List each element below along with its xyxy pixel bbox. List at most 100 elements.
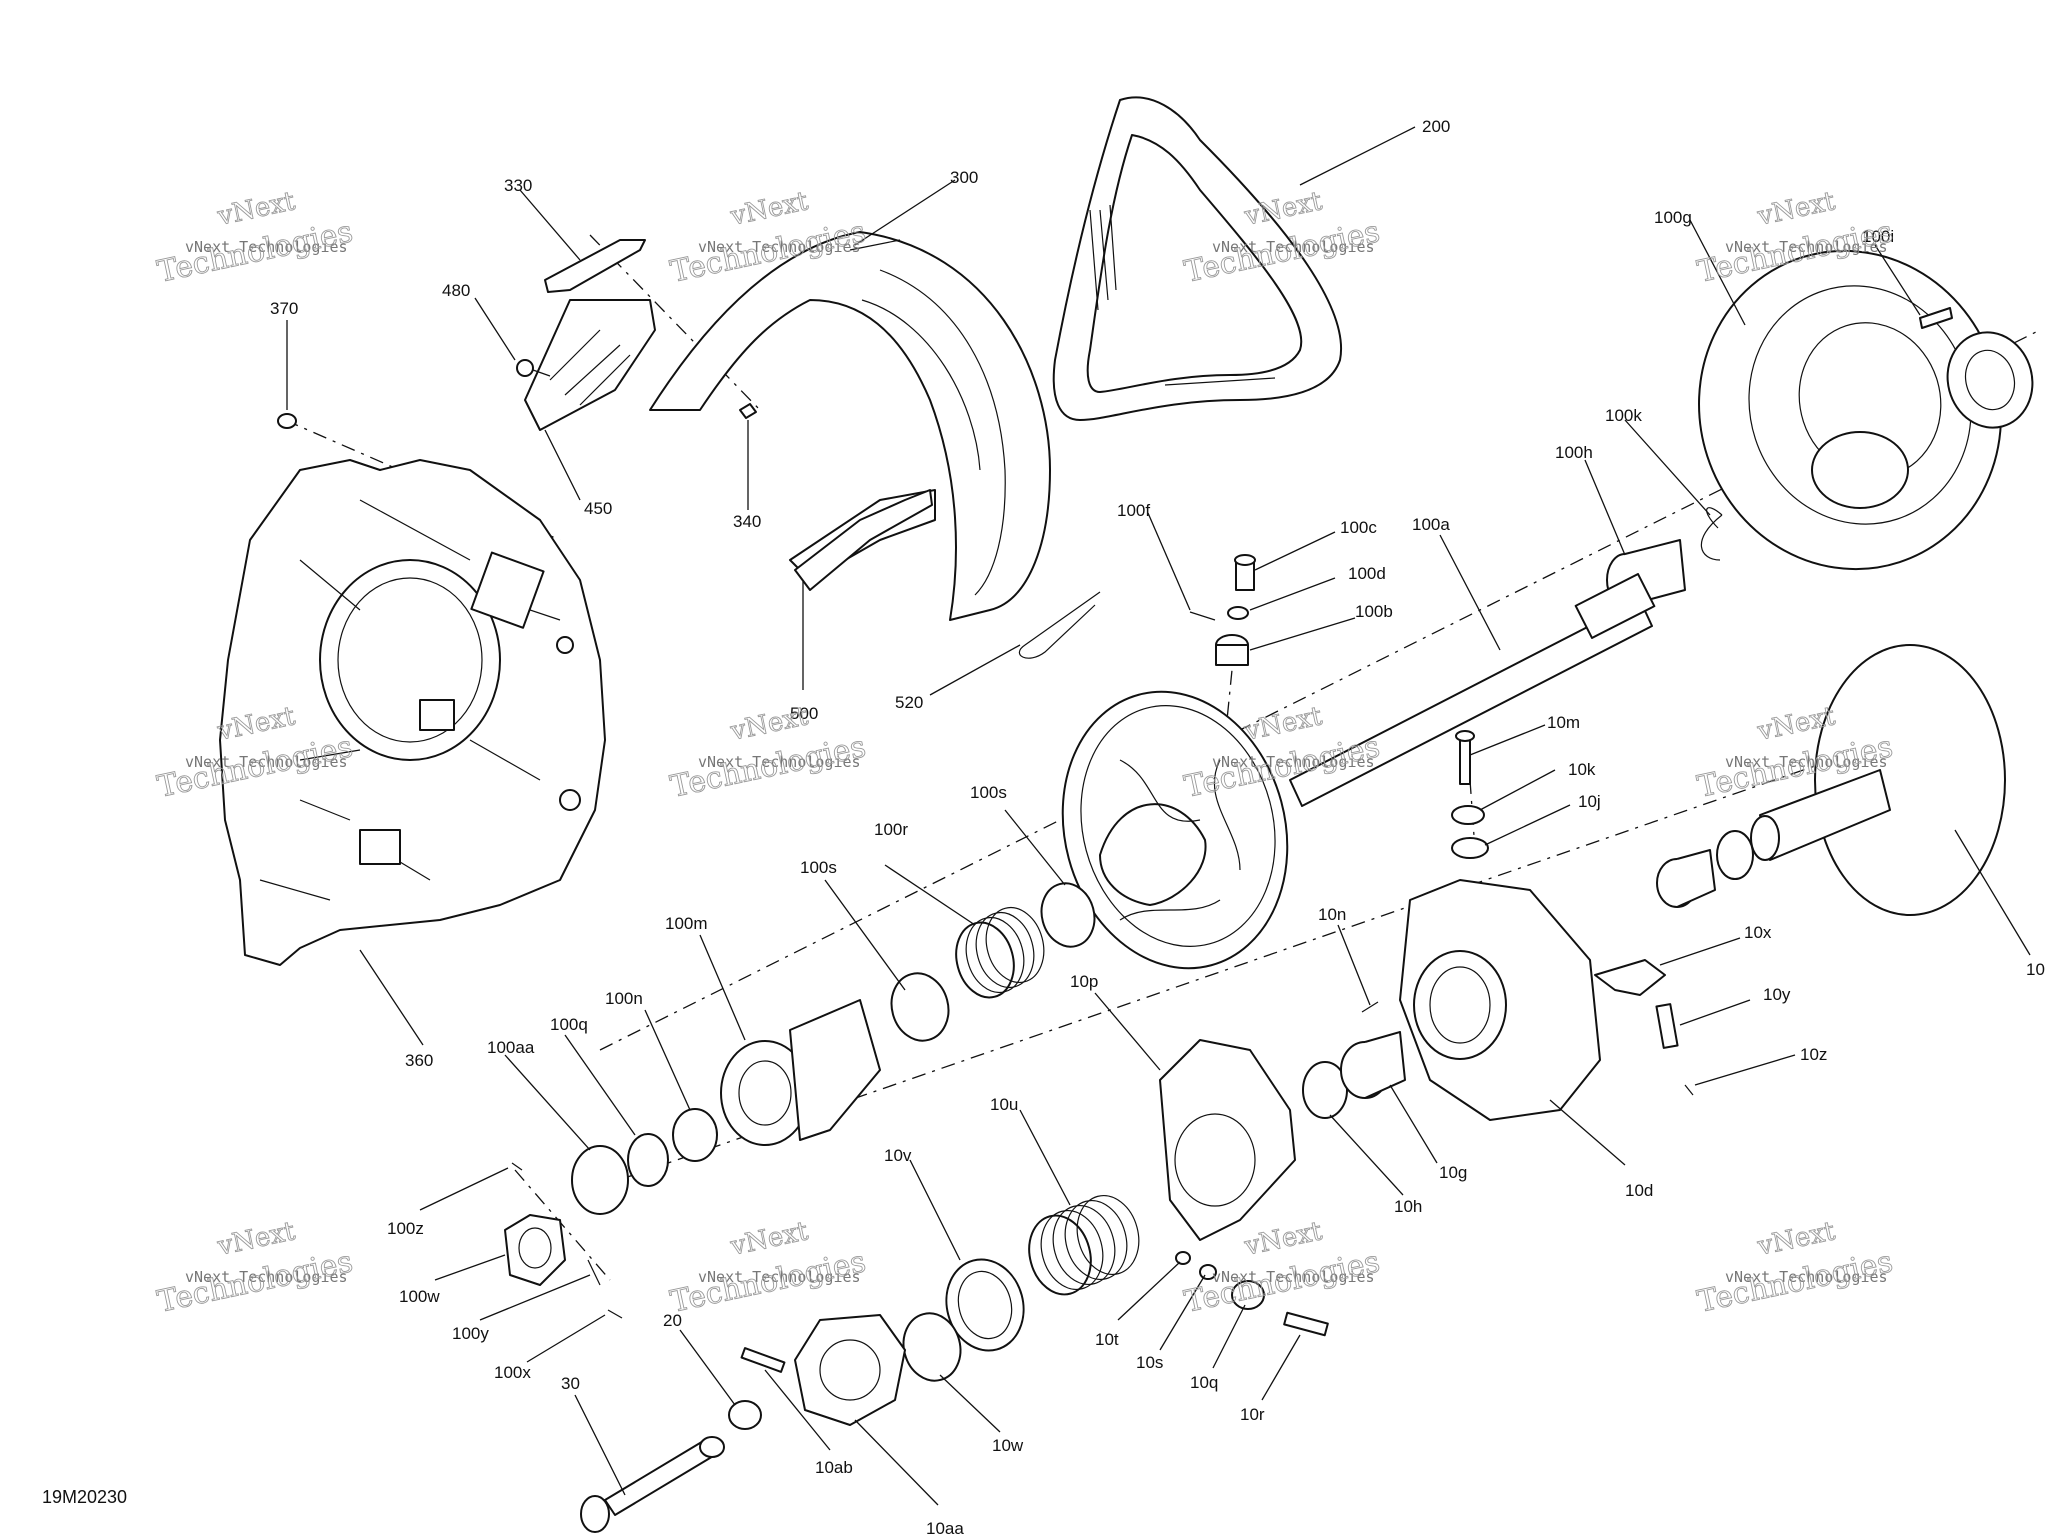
watermark-technologies: Technologies <box>667 729 868 805</box>
label-100r: 100r <box>874 820 908 839</box>
washer-10k <box>1451 805 1485 825</box>
watermark-technologies: Technologies <box>1181 1244 1382 1320</box>
drive-belt-200 <box>1052 96 1343 421</box>
sheave-10d <box>1399 879 1601 1121</box>
washer-100d <box>1227 606 1249 620</box>
roller-100b <box>1215 634 1249 666</box>
label-10x: 10x <box>1744 923 1772 942</box>
label-100k: 100k <box>1605 406 1642 425</box>
label-370: 370 <box>270 299 298 318</box>
washer-20 <box>728 1400 762 1430</box>
hair-pin-520 <box>1018 591 1101 659</box>
screw-10ab <box>740 1347 786 1373</box>
screw-480 <box>516 359 551 377</box>
label-360: 360 <box>405 1051 433 1070</box>
washer-100s-a <box>1040 882 1096 948</box>
label-30: 30 <box>561 1374 580 1393</box>
label-10y: 10y <box>1763 985 1791 1004</box>
label-10g: 10g <box>1439 1163 1467 1182</box>
label-330: 330 <box>504 176 532 195</box>
shaft-100a <box>1289 573 1656 807</box>
watermark-line: vNext Technologies <box>1725 238 1888 256</box>
label-100s-a: 100s <box>970 783 1007 802</box>
label-10r: 10r <box>1240 1405 1265 1424</box>
nut-340 <box>739 403 757 419</box>
label-10w: 10w <box>992 1436 1024 1455</box>
watermark-vnext: vNext <box>214 186 298 232</box>
label-10j: 10j <box>1578 792 1601 811</box>
leader-lines <box>286 126 2031 1506</box>
watermark-vnext: vNext <box>1754 1216 1838 1262</box>
watermark-vnext: vNext <box>727 1216 811 1262</box>
watermark-line: vNext Technologies <box>1212 1268 1375 1286</box>
lever-10x <box>1594 959 1666 996</box>
label-10d: 10d <box>1625 1181 1653 1200</box>
label-10q: 10q <box>1190 1373 1218 1392</box>
belt-guard-300 <box>649 231 1051 621</box>
bearing-100i <box>1946 331 2034 429</box>
screw-10m <box>1455 730 1475 785</box>
watermark-line: vNext Technologies <box>1725 753 1888 771</box>
bracket-450 <box>524 299 656 431</box>
watermark: vNext vNext Technologies Technologies <box>154 186 356 291</box>
label-10p: 10p <box>1070 972 1098 991</box>
label-10k: 10k <box>1568 760 1596 779</box>
label-100f: 100f <box>1117 501 1150 520</box>
watermark-line: vNext Technologies <box>185 238 348 256</box>
bushing-10g <box>1340 1031 1406 1099</box>
watermark-vnext: vNext <box>727 186 811 232</box>
label-100z: 100z <box>387 1219 424 1238</box>
roller-10j <box>1451 837 1489 859</box>
watermark-line: vNext Technologies <box>1212 238 1375 256</box>
cap-10aa <box>794 1314 906 1426</box>
label-10-edge: 10 <box>2026 960 2045 979</box>
watermark-technologies: Technologies <box>154 214 355 290</box>
watermark-vnext: vNext <box>214 1216 298 1262</box>
roller-10q-10r <box>1175 1251 1329 1337</box>
label-100q: 100q <box>550 1015 588 1034</box>
pin-100f <box>1189 611 1216 621</box>
label-200: 200 <box>1422 117 1450 136</box>
pin-10y <box>1655 1003 1679 1049</box>
screw-100z <box>511 1162 523 1171</box>
label-10aa: 10aa <box>926 1519 964 1536</box>
label-10m: 10m <box>1547 713 1580 732</box>
label-100y: 100y <box>452 1324 489 1343</box>
spring-10u <box>1028 1194 1140 1296</box>
pin-100x <box>607 1309 623 1319</box>
watermark-technologies: Technologies <box>154 1244 355 1320</box>
label-10ab: 10ab <box>815 1458 853 1477</box>
circlip-100k <box>1700 507 1723 561</box>
label-10s: 10s <box>1136 1353 1163 1372</box>
watermark-line: vNext Technologies <box>1725 1268 1888 1286</box>
label-10z: 10z <box>1800 1045 1827 1064</box>
watermark: vNext vNext Technologies Technologies <box>667 701 869 806</box>
label-100aa: 100aa <box>487 1038 535 1057</box>
label-340: 340 <box>733 512 761 531</box>
label-10n: 10n <box>1318 905 1346 924</box>
spider-100m <box>720 999 881 1146</box>
cam-10p <box>1159 1039 1296 1241</box>
label-500: 500 <box>790 704 818 723</box>
label-100b: 100b <box>1355 602 1393 621</box>
label-100a: 100a <box>1412 515 1450 534</box>
watermark-line: vNext Technologies <box>185 1268 348 1286</box>
label-10u: 10u <box>990 1095 1018 1114</box>
watermark-vnext: vNext <box>1241 186 1325 232</box>
washer-100s-b <box>890 972 950 1042</box>
clip-330 <box>544 239 646 293</box>
watermark-line: vNext Technologies <box>698 238 861 256</box>
label-100g: 100g <box>1654 208 1692 227</box>
bushing-10-right <box>1656 849 1716 908</box>
pin-10n <box>1361 1001 1379 1013</box>
driven-sheave-10 <box>1750 644 2006 916</box>
watermark: vNext vNext Technologies Technologies <box>667 1216 869 1321</box>
washer-100aa <box>571 1145 629 1215</box>
label-100m: 100m <box>665 914 708 933</box>
watermark: vNext vNext Technologies Technologies <box>1694 1216 1896 1321</box>
plug-370 <box>277 413 297 429</box>
label-100d: 100d <box>1348 564 1386 583</box>
label-450: 450 <box>584 499 612 518</box>
watermark-line: vNext Technologies <box>185 753 348 771</box>
